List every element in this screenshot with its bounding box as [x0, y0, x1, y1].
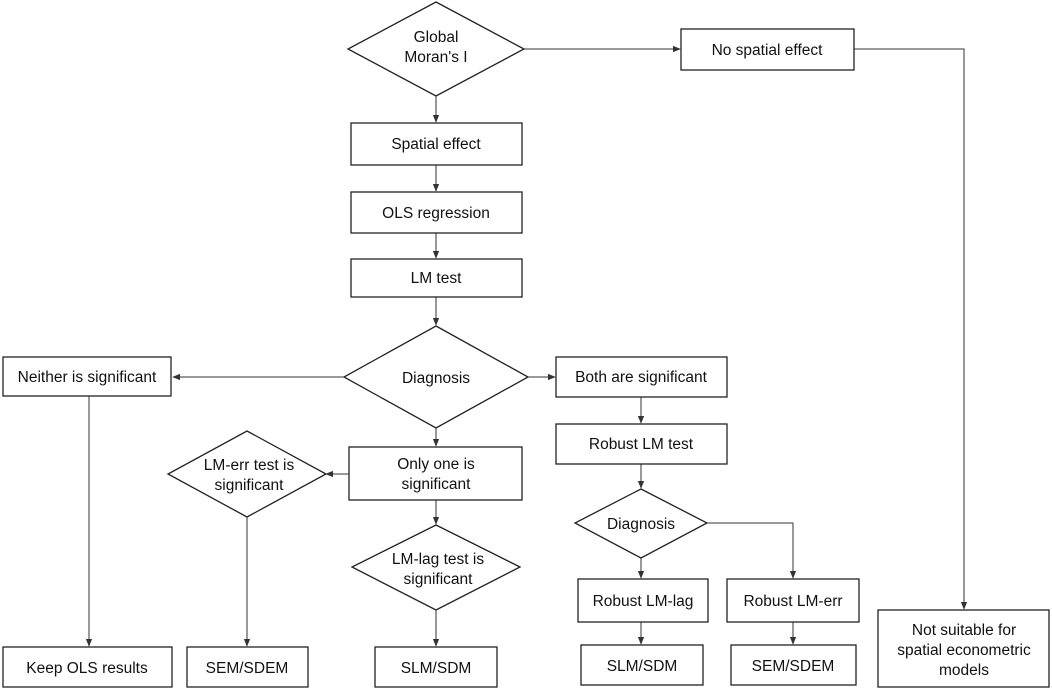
- node-label: LM test: [411, 270, 463, 287]
- node-only-one-significant: Only one is significant: [348, 446, 523, 501]
- node-neither-significant: Neither is significant: [2, 356, 172, 397]
- edges: [85, 45, 968, 647]
- node-label: significant: [402, 476, 472, 493]
- node-spatial-effect: Spatial effect: [350, 122, 523, 166]
- node-label: SEM/SDEM: [752, 658, 835, 675]
- node-label: Robust LM-lag: [593, 593, 694, 610]
- edge-diagnosis2-to-robust-err: [707, 522, 797, 579]
- node-label: LM-err test is: [204, 457, 295, 474]
- node-robust-lm-err: Robust LM-err: [726, 578, 860, 623]
- node-label: No spatial effect: [712, 42, 824, 59]
- node-label: Spatial effect: [391, 136, 481, 153]
- edge-no-spatial-to-not-suitable: [854, 48, 968, 610]
- node-label: Robust LM test: [589, 436, 694, 453]
- node-robust-lm-test: Robust LM test: [555, 423, 728, 465]
- node-label: Diagnosis: [607, 516, 675, 533]
- node-not-suitable: Not suitable for spatial econometric mod…: [877, 609, 1050, 688]
- node-label: Keep OLS results: [26, 660, 148, 677]
- node-label: significant: [404, 571, 474, 588]
- node-robust-lm-lag: Robust LM-lag: [577, 578, 709, 623]
- node-diagnosis-2: Diagnosis: [573, 488, 709, 559]
- node-label: Neither is significant: [18, 369, 157, 386]
- node-label: SLM/SDM: [401, 660, 472, 677]
- node-keep-ols-results: Keep OLS results: [2, 646, 173, 688]
- node-ols-regression: OLS regression: [350, 191, 523, 234]
- node-label: SEM/SDEM: [206, 660, 289, 677]
- node-label: Diagnosis: [402, 370, 470, 387]
- node-label: Not suitable for: [912, 622, 1016, 639]
- node-label: Robust LM-err: [743, 593, 842, 610]
- node-label: significant: [215, 477, 285, 494]
- node-label: LM-lag test is: [392, 551, 484, 568]
- node-diagnosis-1: Diagnosis: [342, 325, 530, 429]
- node-label: Both are significant: [575, 369, 708, 386]
- node-sem-sdem-2: SEM/SDEM: [730, 644, 857, 686]
- node-sem-sdem-1: SEM/SDEM: [186, 646, 309, 688]
- node-label: spatial econometric: [897, 642, 1031, 659]
- node-label: Moran's I: [404, 49, 467, 66]
- node-lm-test: LM test: [350, 258, 523, 298]
- node-label: Global: [414, 29, 459, 46]
- node-lm-err-significant: LM-err test is significant: [166, 430, 328, 518]
- node-label: OLS regression: [382, 205, 490, 222]
- node-no-spatial-effect: No spatial effect: [680, 28, 855, 71]
- node-label: SLM/SDM: [607, 658, 678, 675]
- node-slm-sdm-2: SLM/SDM: [580, 644, 704, 686]
- node-lm-lag-significant: LM-lag test is significant: [350, 524, 522, 611]
- node-slm-sdm-1: SLM/SDM: [374, 646, 498, 688]
- node-global-morans-i: Global Moran's I: [346, 1, 526, 97]
- node-label: models: [939, 662, 989, 679]
- node-label: Only one is: [397, 456, 475, 473]
- node-both-significant: Both are significant: [555, 356, 728, 398]
